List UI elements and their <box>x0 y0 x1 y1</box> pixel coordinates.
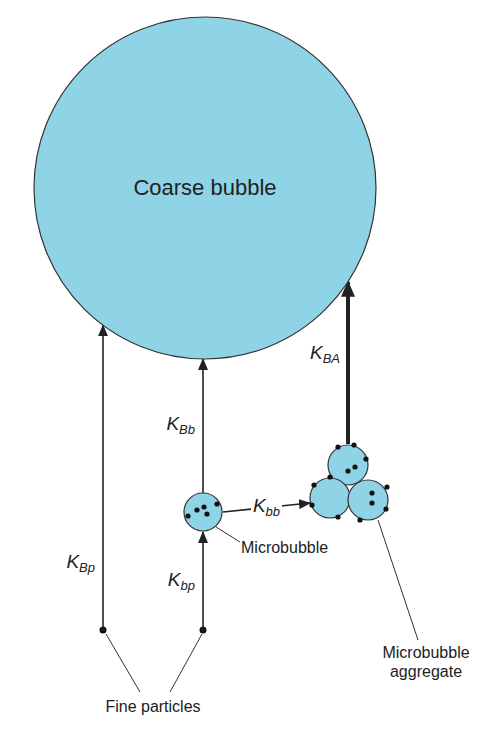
leader-line <box>216 527 240 542</box>
particle-dot <box>335 444 340 449</box>
rate-constant: KBA <box>308 342 342 367</box>
rate-constant: Kbp <box>166 569 197 594</box>
particle-dot <box>357 517 362 522</box>
bubble-circle <box>34 17 376 359</box>
leader-line <box>106 634 140 692</box>
particle-dot <box>369 490 374 495</box>
leader-line <box>378 520 418 640</box>
rate-arrow <box>202 359 204 493</box>
rate-arrow <box>346 282 350 444</box>
bubble-circle <box>348 480 388 520</box>
particle-dot <box>214 501 219 506</box>
particle-dot <box>201 504 206 509</box>
fine-particles: Fine particles <box>95 630 211 716</box>
particle-dot <box>384 484 389 489</box>
particle-dot <box>309 502 314 507</box>
particle-dot <box>185 513 190 518</box>
rate-constant: KBb <box>164 413 197 438</box>
particle-dot <box>335 514 340 519</box>
bubble-circle <box>184 493 222 531</box>
microbubble: Microbubble <box>183 492 223 532</box>
microbubble-aggregate: Microbubble aggregate <box>308 443 390 523</box>
particle-dot <box>194 507 199 512</box>
particle-dot <box>383 506 388 511</box>
particle-dot <box>351 442 356 447</box>
rate-constant: KBp <box>64 551 97 576</box>
microbubble-shape <box>183 492 223 532</box>
rate-arrow <box>202 532 204 631</box>
node-label: Fine particles <box>85 697 221 716</box>
rate-arrow <box>102 325 104 631</box>
particle-dot <box>327 474 332 479</box>
microbubble-aggregate-shape <box>308 443 390 523</box>
bubble-circle <box>310 478 350 518</box>
particle-dot <box>352 464 357 469</box>
particle-dot <box>363 456 368 461</box>
leader-line <box>170 634 202 692</box>
rate-constant: Kbb <box>251 495 282 520</box>
node-label: Microbubble <box>241 538 328 557</box>
particle-dot <box>369 500 374 505</box>
coarse-bubble: Coarse bubble <box>33 16 377 360</box>
particle-dot <box>345 468 350 473</box>
node-label: Coarse bubble <box>53 175 357 201</box>
particle-dot <box>204 511 209 516</box>
particle-dot <box>311 482 316 487</box>
node-label: Microbubble aggregate <box>370 643 482 681</box>
